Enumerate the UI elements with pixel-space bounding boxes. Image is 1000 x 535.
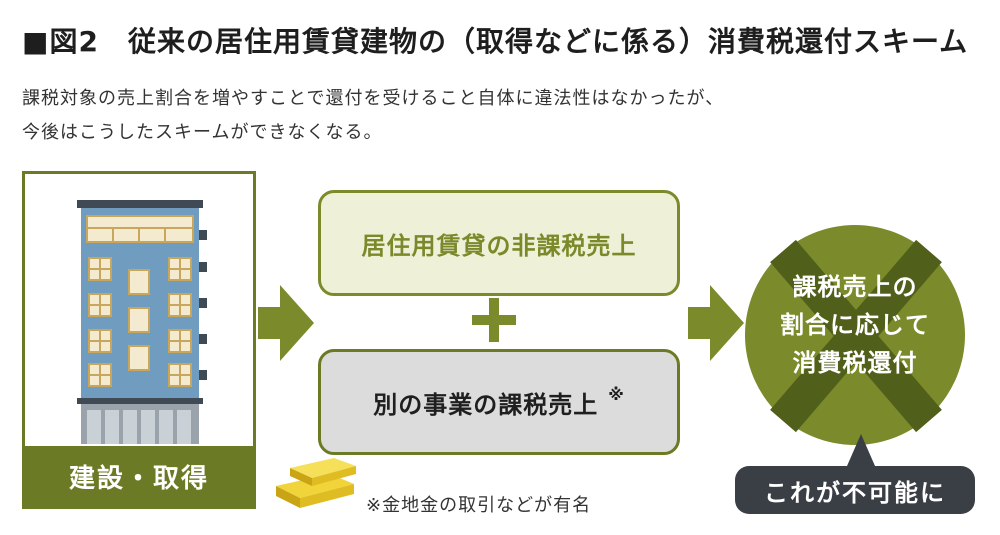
- non-taxable-sales-label: 居住用賃貸の非課税売上: [361, 231, 637, 260]
- callout-label: これが不可能に: [764, 478, 946, 507]
- plus-icon: [472, 298, 516, 342]
- figure-title: ■図2 従来の居住用賃貸建物の（取得などに係る）消費税還付スキーム: [22, 25, 969, 58]
- footnote: ※金地金の取引などが有名: [366, 495, 592, 516]
- footnote-mark: ※: [608, 384, 625, 404]
- building-icon: [77, 200, 207, 444]
- refund-text: 課税売上の 割合に応じて 消費税還付: [745, 268, 965, 382]
- cross-mark-icon: [770, 239, 942, 433]
- building-label: 建設・取得: [25, 446, 253, 506]
- gold-bars-icon: [276, 458, 356, 508]
- taxable-sales-label: 別の事業の課税売上: [373, 390, 599, 419]
- non-taxable-sales-box: 居住用賃貸の非課税売上: [318, 190, 680, 296]
- refund-circle: [745, 225, 965, 445]
- arrow-right-icon: [688, 285, 744, 361]
- refund-line-3: 消費税還付: [792, 349, 918, 377]
- lead-line-1: 課税対象の売上割合を増やすことで還付を受けること自体に違法性はなかったが、: [22, 88, 725, 109]
- lead-line-2: 今後はこうしたスキームができなくなる。: [22, 122, 383, 143]
- refund-line-1: 課税売上の: [792, 273, 918, 301]
- building-panel: 建設・取得: [22, 171, 256, 509]
- arrow-right-icon: [258, 285, 314, 361]
- refund-line-2: 割合に応じて: [780, 311, 930, 339]
- taxable-sales-box: 別の事業の課税売上 ※: [318, 349, 680, 455]
- lead-text: 課税対象の売上割合を増やすことで還付を受けること自体に違法性はなかったが、 今後…: [22, 82, 922, 150]
- callout-bubble: [735, 434, 975, 514]
